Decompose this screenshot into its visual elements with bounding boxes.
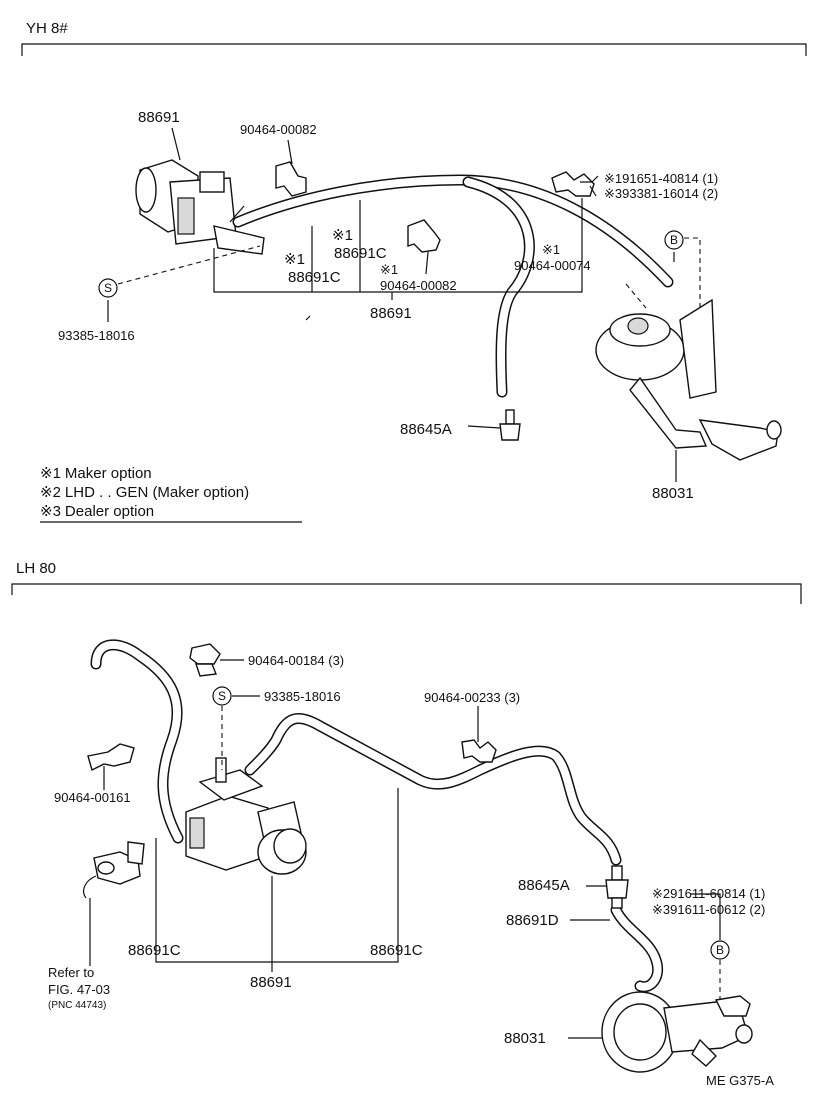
label-88691c-a: 88691C (288, 269, 341, 286)
svg-text:S: S (104, 281, 112, 295)
label-88031-top: 88031 (652, 485, 694, 502)
label-90464-00233: 90464-00233 (3) (424, 690, 520, 705)
svg-text:B: B (670, 233, 678, 247)
label-90464-00074: 90464-00074 (514, 258, 591, 273)
label-93385-18016-top: 93385-18016 (58, 328, 135, 343)
label-88691-bottom: 88691 (250, 974, 292, 991)
refer-line-1: Refer to (48, 965, 94, 980)
bottom-assembly: S B 90464-00184 (3) 93385-18016 90464-00… (48, 639, 774, 1088)
diagram-code: ME G375-A (706, 1073, 774, 1088)
legend-text-2: LHD . . GEN (Maker option) (65, 484, 249, 501)
clip-bottom-233 (461, 739, 497, 763)
svg-text:B: B (716, 943, 724, 957)
label-93385-18016-bottom: 93385-18016 (264, 689, 341, 704)
label-93381-16014: ※393381-16014 (2) (604, 186, 718, 201)
label-90464-00082-b: 90464-00082 (380, 278, 457, 293)
check-valve-bottom (605, 865, 629, 909)
label-88691c-right: 88691C (370, 942, 423, 959)
refer-line-2: FIG. 47-03 (48, 982, 110, 997)
mark-88691c-a: ※1 (284, 251, 305, 268)
label-88691-top: 88691 (138, 109, 180, 126)
legend-text-3: Dealer option (65, 503, 154, 520)
clip-top-2 (407, 219, 441, 253)
check-valve-top (499, 409, 521, 441)
legend-mark-1: ※1 (40, 465, 61, 482)
label-88691d: 88691D (506, 912, 559, 929)
refer-line-3: (PNC 44743) (48, 1000, 106, 1011)
label-90464-00184: 90464-00184 (3) (248, 653, 344, 668)
label-88645a-top: 88645A (400, 421, 452, 438)
marker-s-top (98, 278, 118, 298)
label-88691-top-bottom: 88691 (370, 305, 412, 322)
label-88645a-bottom: 88645A (518, 877, 570, 894)
legend-text-1: Maker option (65, 465, 152, 482)
label-88691c-b: 88691C (334, 245, 387, 262)
label-291611-60814: ※291611-60814 (1) (652, 886, 765, 901)
legend-mark-2: ※2 (40, 484, 61, 501)
actuator-bottom (601, 991, 753, 1073)
marker-b-top (664, 230, 684, 250)
clip-bottom-184 (189, 643, 221, 677)
mark-90464-00074: ※1 (542, 242, 560, 257)
clip-top-1 (275, 161, 307, 197)
label-391611-60612: ※391611-60612 (2) (652, 902, 765, 917)
mark-90464-00082-b: ※1 (380, 262, 398, 277)
label-191651-40814: ※191651-40814 (1) (604, 171, 718, 186)
fitting-left (83, 841, 145, 899)
clip-top-3 (551, 171, 595, 197)
svg-text:S: S (218, 689, 226, 703)
actuator-top (595, 298, 782, 461)
section-bracket-lh (11, 583, 802, 604)
marker-b-bottom (710, 940, 730, 960)
label-90464-00161: 90464-00161 (54, 790, 131, 805)
vsv-valve-bottom (185, 757, 307, 875)
section-bracket-yh (21, 43, 807, 56)
clip-bottom-161 (87, 743, 135, 772)
vsv-valve-top (135, 159, 265, 255)
mark-88691c-b: ※1 (332, 227, 353, 244)
label-88691c-left: 88691C (128, 942, 181, 959)
section-title-lh: LH 80 (16, 560, 56, 577)
legend-mark-3: ※3 (40, 503, 61, 520)
top-assembly: S B 88691 90464-00082 ※191651-40814 (1) … (58, 109, 782, 502)
section-title-yh: YH 8# (26, 20, 68, 37)
label-90464-00082-a: 90464-00082 (240, 122, 317, 137)
label-88031-bottom: 88031 (504, 1030, 546, 1047)
marker-s-bottom (212, 686, 232, 706)
